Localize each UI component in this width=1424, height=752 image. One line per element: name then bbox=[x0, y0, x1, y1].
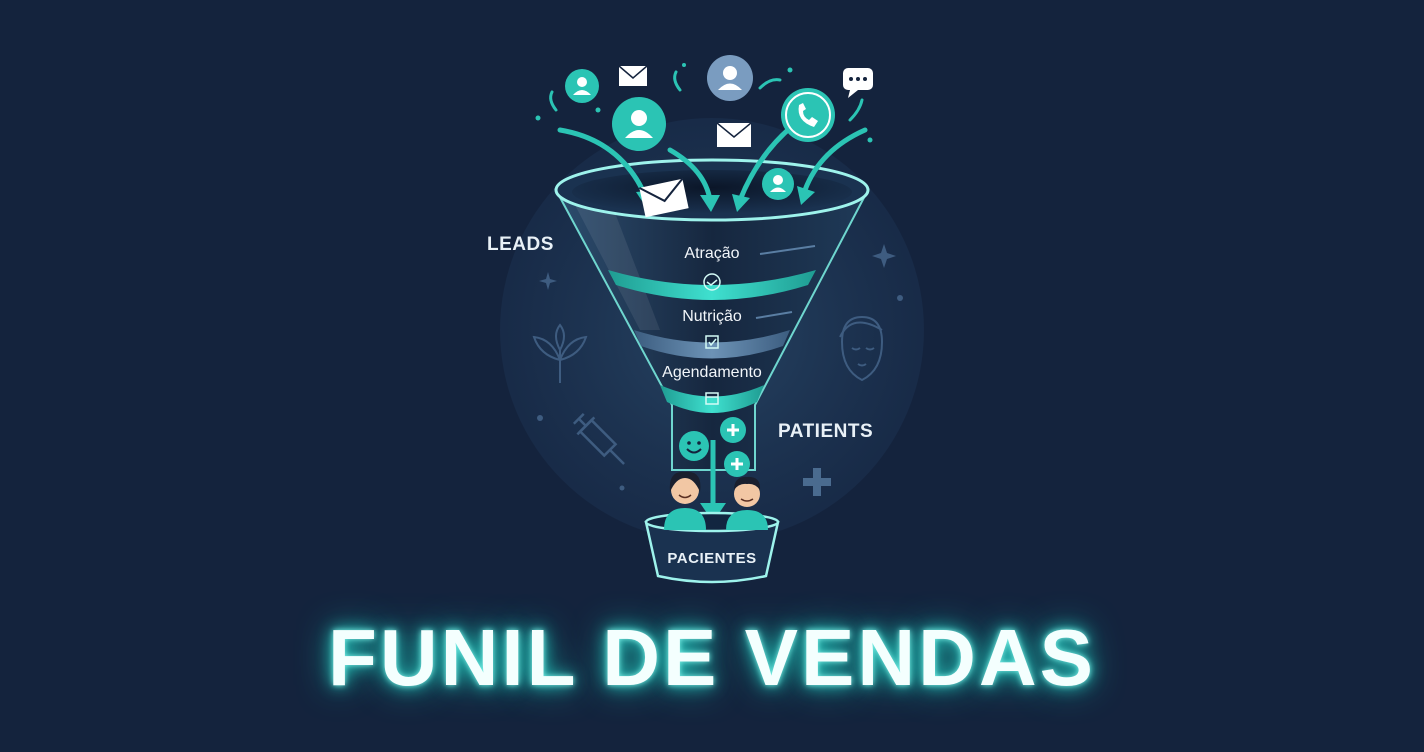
plus-icon bbox=[803, 468, 831, 496]
leaf-icon bbox=[532, 323, 588, 383]
smile-icon bbox=[679, 431, 709, 461]
chat-bubble-icon bbox=[843, 68, 873, 98]
handshake-icon bbox=[703, 273, 721, 291]
sparkle-icon bbox=[539, 244, 896, 290]
user-icon bbox=[612, 97, 666, 151]
page-title: FUNIL DE VENDAS bbox=[327, 613, 1097, 702]
checkbox-icon bbox=[705, 335, 719, 349]
face-icon bbox=[839, 315, 884, 382]
patients-label: PATIENTS bbox=[778, 421, 874, 442]
syringe-icon bbox=[572, 412, 625, 465]
funnel-band-3 bbox=[660, 385, 764, 413]
user-icon bbox=[707, 55, 753, 101]
plus-icon bbox=[720, 417, 746, 443]
envelope-icon bbox=[618, 65, 648, 86]
user-icon bbox=[565, 69, 599, 103]
pacientes-label: PACIENTES bbox=[667, 550, 757, 567]
calendar-icon bbox=[705, 392, 719, 405]
phone-icon bbox=[781, 88, 835, 142]
user-icon bbox=[762, 168, 794, 200]
stage-label-atracao: Atração bbox=[684, 245, 740, 262]
funnel-highlight bbox=[575, 205, 660, 330]
envelope-icon bbox=[638, 178, 689, 218]
stage-label-nutricao: Nutrição bbox=[682, 308, 742, 325]
envelope-icon bbox=[716, 122, 752, 147]
patient-man-icon bbox=[726, 476, 768, 530]
stage-label-agendamento: Agendamento bbox=[662, 364, 762, 381]
leads-label: LEADS bbox=[487, 234, 554, 255]
plus-icon bbox=[724, 451, 750, 477]
patient-woman-icon bbox=[664, 471, 706, 530]
